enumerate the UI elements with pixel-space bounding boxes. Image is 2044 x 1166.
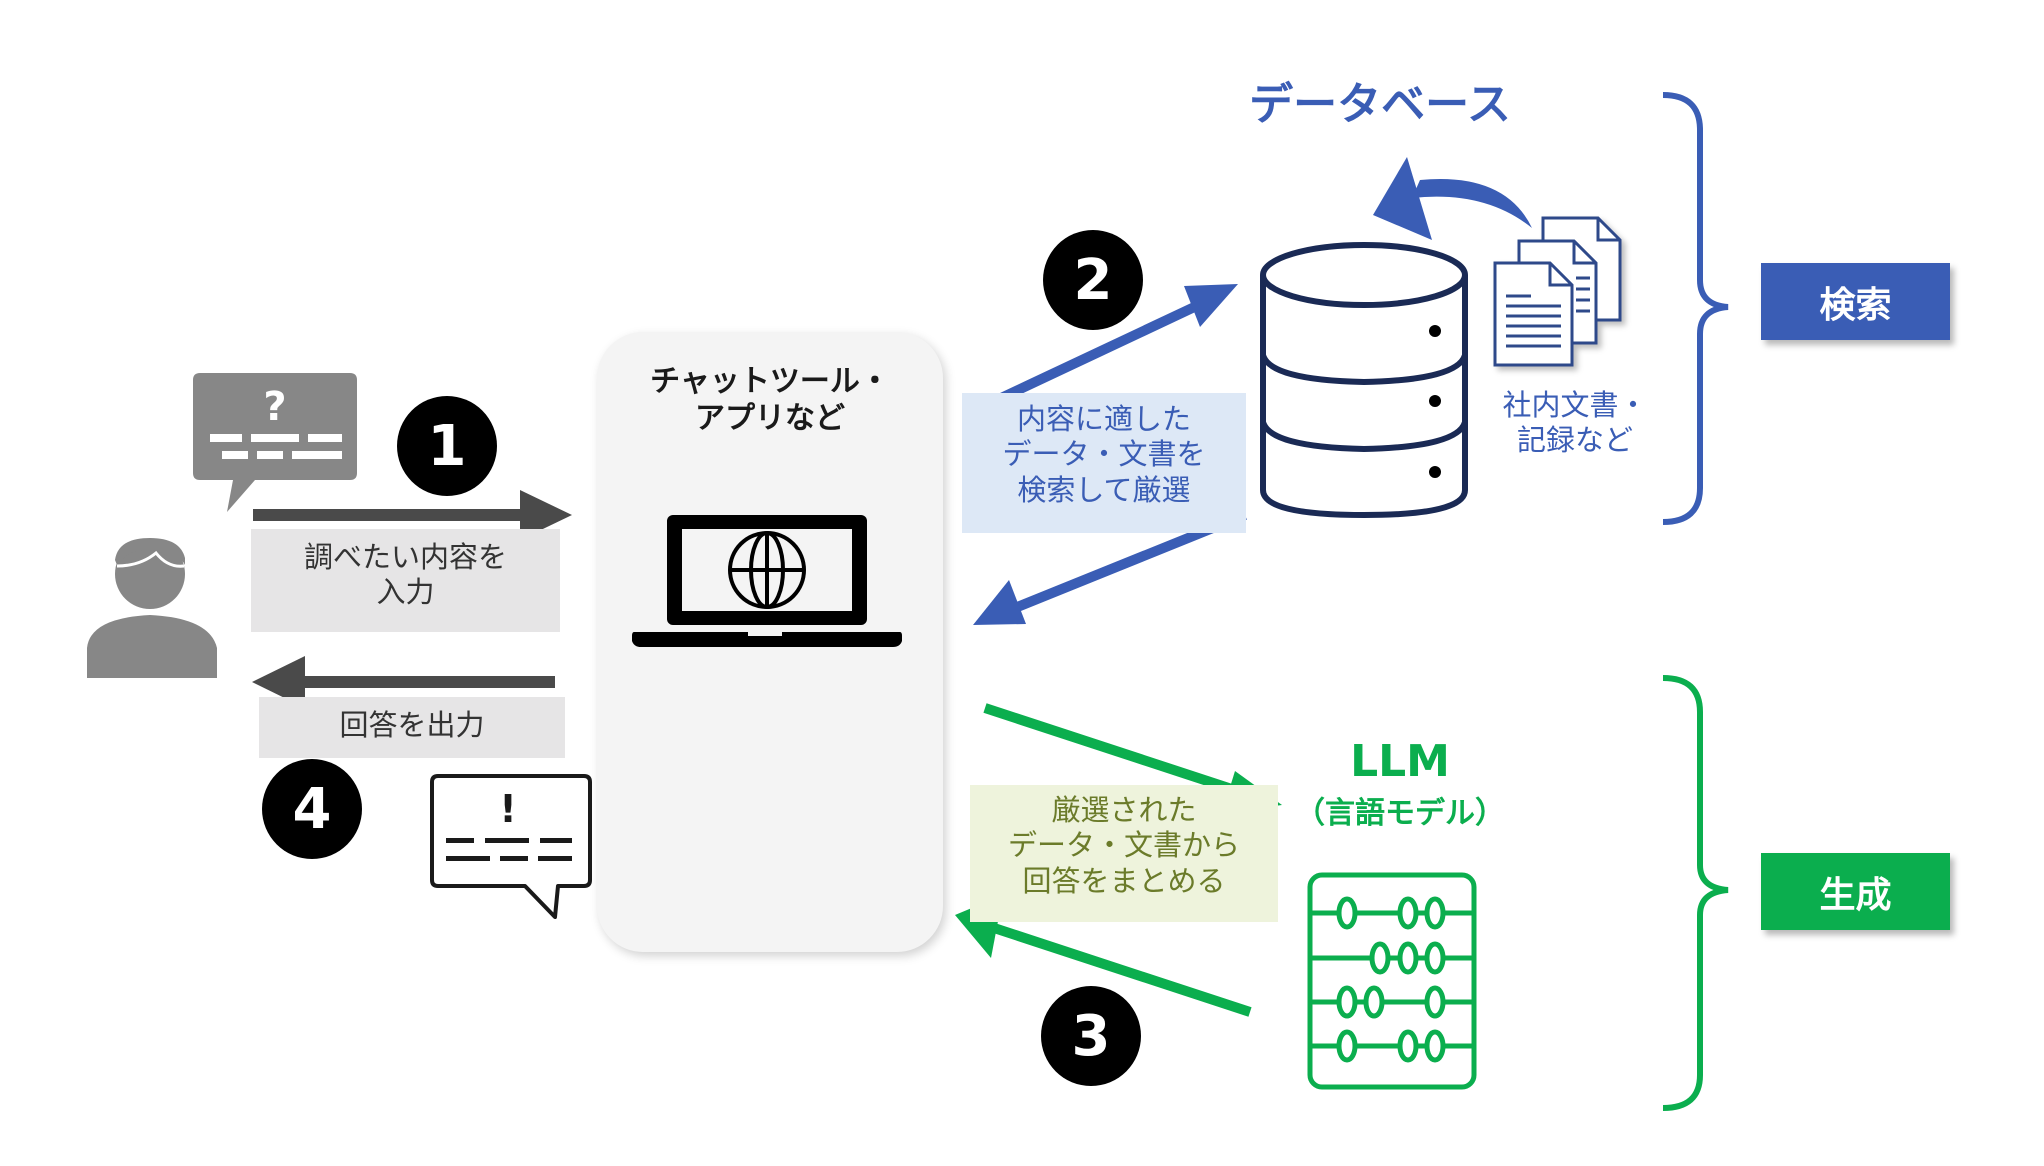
question-bubble-icon: ? [193,373,357,512]
phase-tag-generation-label: 生成 [1819,874,1892,916]
database-title: データベース [1249,79,1511,130]
documents-label: 社内文書・ 記録など [1502,388,1648,458]
step1-label-box [251,529,560,632]
step3-label-box [970,785,1278,922]
ingest-arrow [1373,157,1532,240]
documents-icon [1493,216,1622,367]
step-badge-1: 1 [397,396,497,496]
database-icon [1260,242,1468,519]
step2-label: 内容に適した データ・文書を 検索して厳選 [1002,402,1206,507]
llm-title: LLM [1350,736,1450,787]
step4-label: 回答を出力 [339,708,485,742]
phase-tag-search-label: 検索 [1819,284,1892,326]
step-badge-3: 3 [1041,986,1141,1086]
laptop-globe-icon [632,515,902,647]
llm-subtitle: （言語モデル） [1295,796,1505,831]
step4-label-box [259,697,565,758]
search-brace [1662,92,1729,525]
question-mark: ? [263,384,286,430]
step3-label: 厳選された データ・文書から 回答をまとめる [1007,793,1240,898]
step-badge-2: 2 [1043,230,1143,330]
exclamation-mark: ! [499,787,516,831]
abacus-icon [1307,872,1477,1090]
step2-label-box [962,393,1246,533]
generation-brace [1662,675,1729,1111]
answer-bubble-icon: ! [430,774,592,919]
arrow-output [252,656,555,708]
phase-tag-generation: 生成 [1761,853,1950,930]
phase-tag-search: 検索 [1761,263,1950,340]
step-badge-4: 4 [262,759,362,859]
person-icon [87,538,217,678]
arrow-input [253,490,572,540]
app-panel-title: チャットツール・ アプリなど [650,364,890,436]
step1-label: 調べたい内容を 入力 [303,540,507,610]
